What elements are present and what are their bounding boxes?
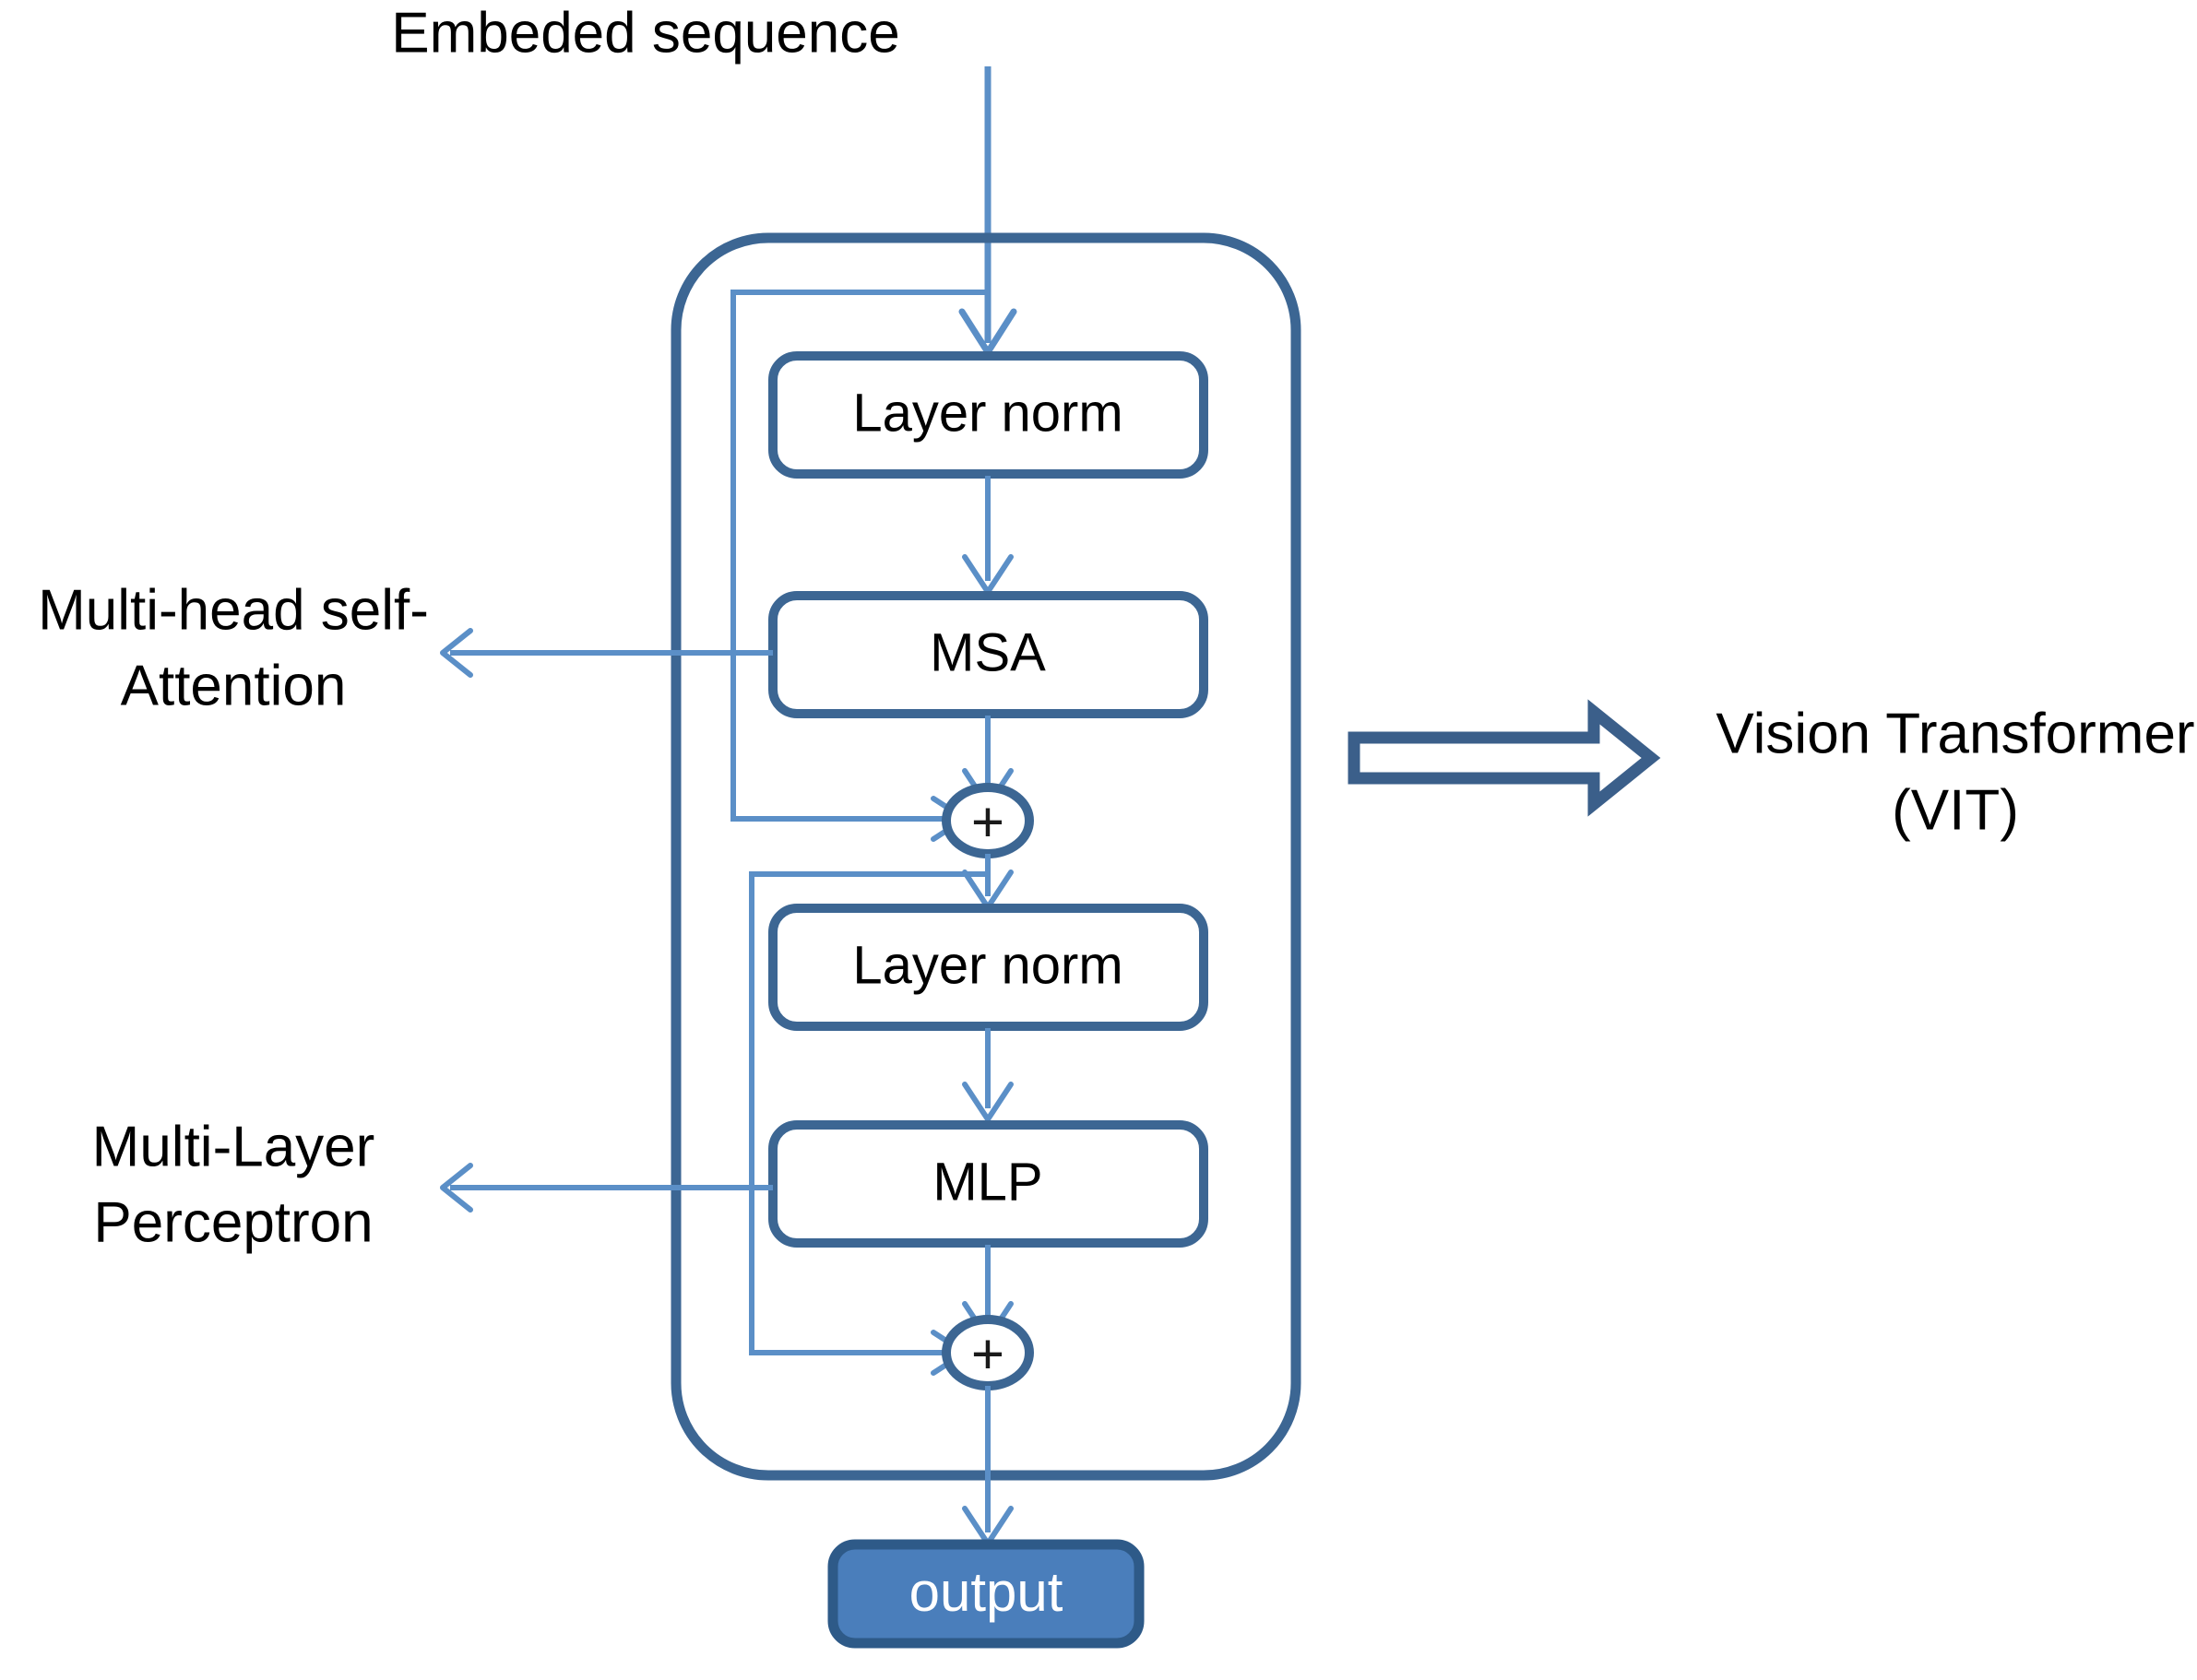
node-output-label: output xyxy=(909,1561,1063,1623)
node-add-1-label: + xyxy=(971,791,1004,855)
arrow-add1-to-layernorm2 xyxy=(962,854,1014,910)
node-mlp-label: MLP xyxy=(932,1152,1042,1212)
arrow-layernorm2-to-mlp xyxy=(962,1028,1014,1122)
node-add-2: + xyxy=(942,1315,1034,1390)
annotation-msa-text: Multi-head self- Attention xyxy=(38,578,429,717)
input-label: Embeded sequence xyxy=(391,1,900,65)
arrow-layernorm1-to-msa xyxy=(962,476,1014,595)
block-arrow-right-icon xyxy=(1348,699,1661,817)
annotation-mlp-line-1: Multi-Layer xyxy=(92,1115,375,1178)
result-label: Vision Transformer (VIT) xyxy=(1716,702,2194,842)
node-add-1: + xyxy=(942,783,1034,858)
node-layer-norm-1: Layer norm xyxy=(768,351,1208,479)
result-label-line-1: Vision Transformer xyxy=(1716,702,2194,765)
result-label-line-2: (VIT) xyxy=(1892,778,2019,842)
node-layer-norm-2: Layer norm xyxy=(768,904,1208,1031)
annotation-mlp-text: Multi-Layer Perceptron xyxy=(92,1115,375,1254)
annotation-mlp-line-2: Perceptron xyxy=(93,1190,373,1254)
node-layer-norm-1-label: Layer norm xyxy=(852,383,1122,443)
annotation-msa-line-2: Attention xyxy=(121,654,347,717)
input-arrow xyxy=(958,66,1017,356)
annotation-msa-line-1: Multi-head self- xyxy=(38,578,429,642)
node-add-2-label: + xyxy=(971,1323,1004,1387)
arrow-add2-to-output xyxy=(962,1386,1014,1546)
node-output: output xyxy=(827,1539,1145,1649)
node-mlp: MLP xyxy=(768,1120,1208,1248)
node-layer-norm-2-label: Layer norm xyxy=(852,935,1122,995)
node-msa: MSA xyxy=(768,591,1208,718)
annotation-arrow-msa xyxy=(440,628,773,678)
annotation-arrow-mlp xyxy=(440,1163,773,1213)
node-msa-label: MSA xyxy=(930,622,1046,682)
